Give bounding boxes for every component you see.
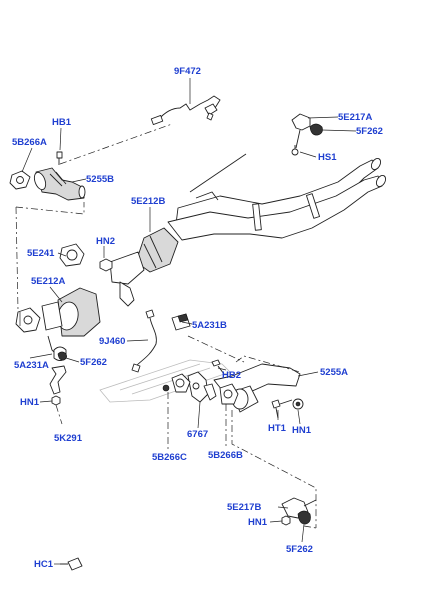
bracket-5e217a xyxy=(291,113,311,149)
label-hn1-bottom: HN1 xyxy=(248,517,268,528)
nut-hn1-left xyxy=(51,395,61,406)
label-hc1: HC1 xyxy=(34,559,54,570)
label-5255a: 5255A xyxy=(320,367,348,378)
isolator-5f262-top xyxy=(309,123,323,136)
oxygen-sensor-9j460 xyxy=(131,309,157,373)
screw-hs1 xyxy=(291,145,299,156)
nut-hn2 xyxy=(99,246,113,272)
label-5a231a: 5A231A xyxy=(14,360,49,371)
label-5e212b: 5E212B xyxy=(131,196,165,207)
label-hb1: HB1 xyxy=(52,117,72,128)
label-hn1-left: HN1 xyxy=(20,397,40,408)
label-5f262-mid: 5F262 xyxy=(80,357,107,368)
label-5255b: 5255B xyxy=(86,174,114,185)
label-5e212a: 5E212A xyxy=(31,276,65,287)
catalyst-5e212a xyxy=(15,287,101,337)
label-5f262-bottom: 5F262 xyxy=(286,544,313,555)
label-hb2: HB2 xyxy=(222,370,241,381)
bolt-hb2 xyxy=(211,359,225,375)
label-5e217a: 5E217A xyxy=(338,112,372,123)
label-9f472: 9F472 xyxy=(174,66,201,77)
label-6767: 6767 xyxy=(187,429,208,440)
label-5b266a: 5B266A xyxy=(12,137,47,148)
gasket-5b266b xyxy=(219,383,239,405)
gasket-5b266c xyxy=(171,373,191,393)
bolt-hb1 xyxy=(56,151,63,165)
front-pipe-5255b xyxy=(33,167,86,201)
rear-pipe-assembly-5e212b xyxy=(109,153,387,307)
oxygen-sensor-9f472 xyxy=(150,95,221,125)
label-5e217b: 5E217B xyxy=(227,502,261,513)
hanger-5a231b xyxy=(171,313,191,331)
label-5b266b: 5B266B xyxy=(208,450,243,461)
isolator-5f262-mid xyxy=(57,351,67,361)
isolator-5f262-bottom xyxy=(297,510,311,525)
gasket-6767 xyxy=(187,371,217,403)
label-5e241: 5E241 xyxy=(27,248,55,259)
label-hn1-right: HN1 xyxy=(292,425,312,436)
stud-ht1 xyxy=(271,399,293,419)
centre-pipe-5255a xyxy=(187,335,301,413)
nut-5b266c xyxy=(162,384,170,392)
nut-hn1-right xyxy=(292,398,304,410)
label-ht1: HT1 xyxy=(268,423,287,434)
label-5f262-top: 5F262 xyxy=(356,126,383,137)
nut-hn1-bottom xyxy=(281,515,291,526)
bracket-5k291 xyxy=(49,365,67,395)
label-hs1: HS1 xyxy=(318,152,337,163)
label-hn2: HN2 xyxy=(96,236,115,247)
label-9j460: 9J460 xyxy=(99,336,125,347)
label-5b266c: 5B266C xyxy=(152,452,187,463)
gasket-5b266a xyxy=(9,170,31,190)
gasket-5e241 xyxy=(59,243,85,267)
label-5k291: 5K291 xyxy=(54,433,83,444)
label-5a231b: 5A231B xyxy=(192,320,227,331)
